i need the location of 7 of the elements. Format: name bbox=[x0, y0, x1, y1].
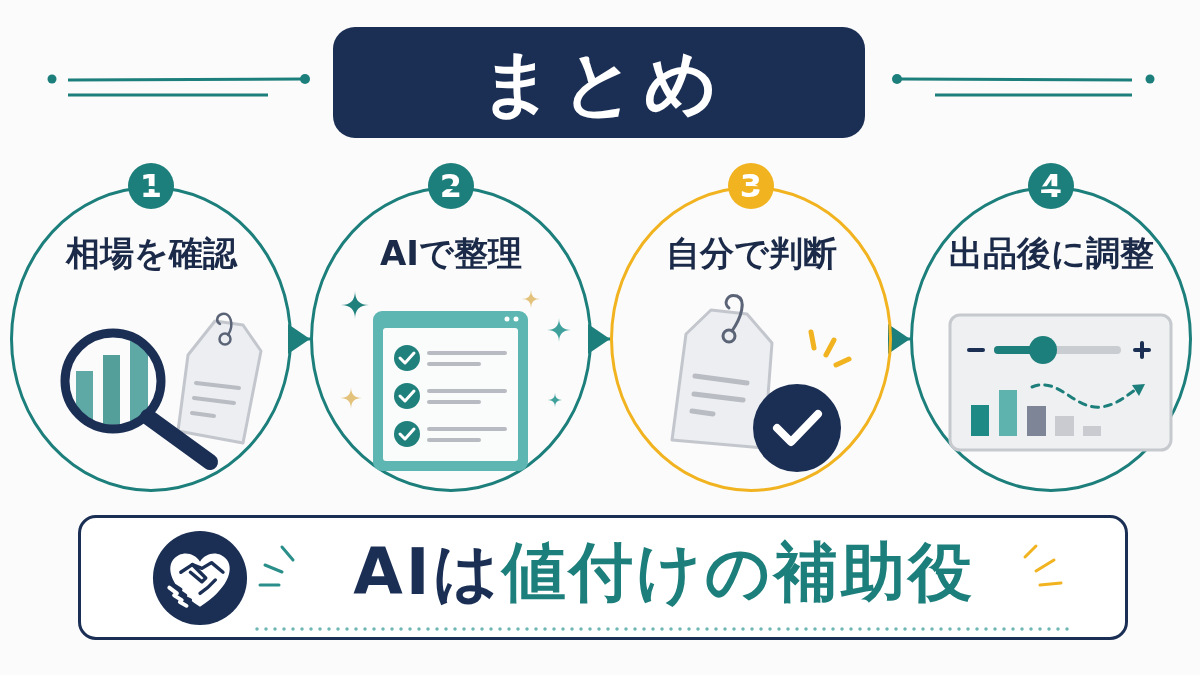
step-title: 自分で判断 bbox=[665, 233, 837, 274]
step-title: 出品後に調整 bbox=[948, 233, 1154, 274]
title: まとめ bbox=[333, 27, 865, 138]
step-title: 相場を確認 bbox=[65, 233, 237, 274]
summary-highlight-text: 値付けの補助役 bbox=[501, 536, 975, 608]
step-title: AIで整理 bbox=[380, 233, 522, 274]
summary-banner bbox=[78, 515, 1128, 640]
